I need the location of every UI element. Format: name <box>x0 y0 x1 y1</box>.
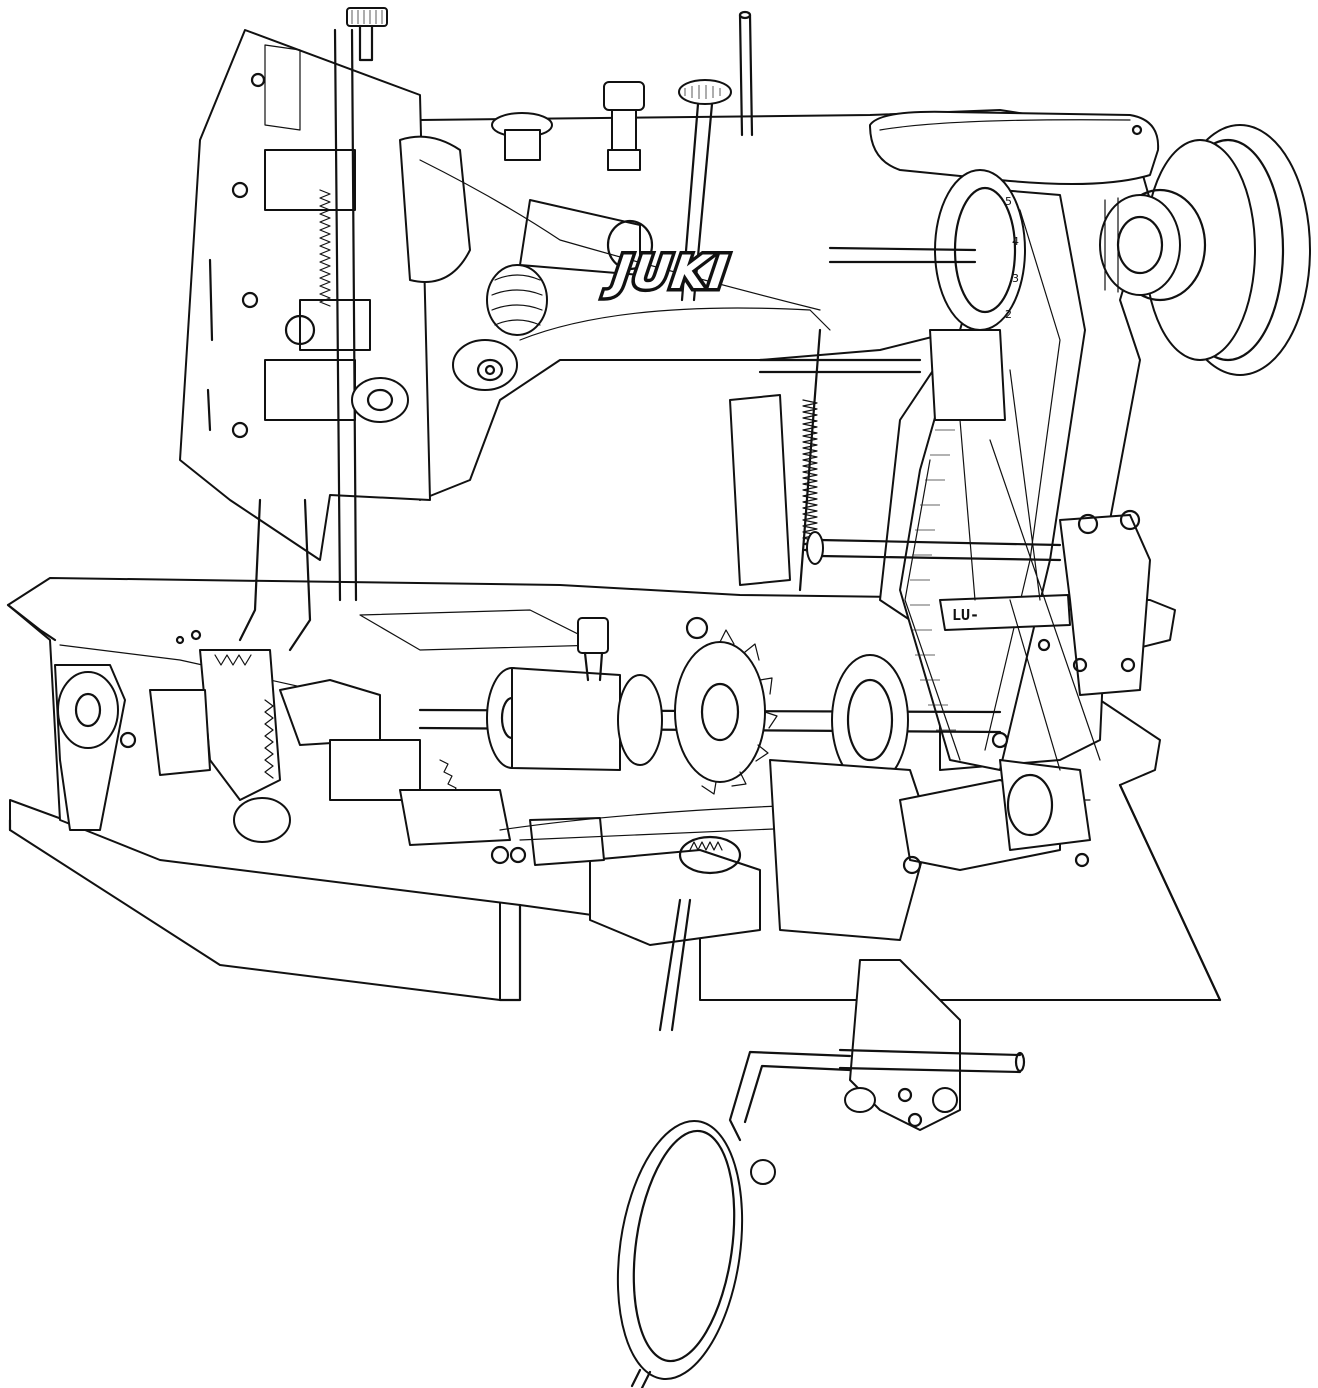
brand-logo: JUKI <box>599 242 737 303</box>
brand-text: JUKI <box>602 245 733 299</box>
knee-lifter <box>616 959 1026 1388</box>
needle-head <box>179 7 471 652</box>
handwheel <box>1099 124 1311 376</box>
looper-mechanism <box>499 759 1091 1032</box>
dial-number-5: 5 <box>1005 195 1012 208</box>
left-support <box>54 664 126 831</box>
dial-number-4: 4 <box>1012 235 1019 248</box>
feed-gear <box>674 629 778 795</box>
dial-number-2: 2 <box>1005 308 1012 321</box>
head-spring <box>319 189 331 307</box>
presser-foot-area <box>119 649 511 846</box>
presser-spring-rod <box>758 328 1062 592</box>
model-label: LU- <box>952 606 979 624</box>
thread-tension-units <box>419 10 831 391</box>
belt-teeth <box>910 429 956 731</box>
dial-number-3: 3 <box>1012 272 1019 285</box>
bed-screws <box>175 616 1136 875</box>
right-linkage: LU- <box>929 329 1151 771</box>
